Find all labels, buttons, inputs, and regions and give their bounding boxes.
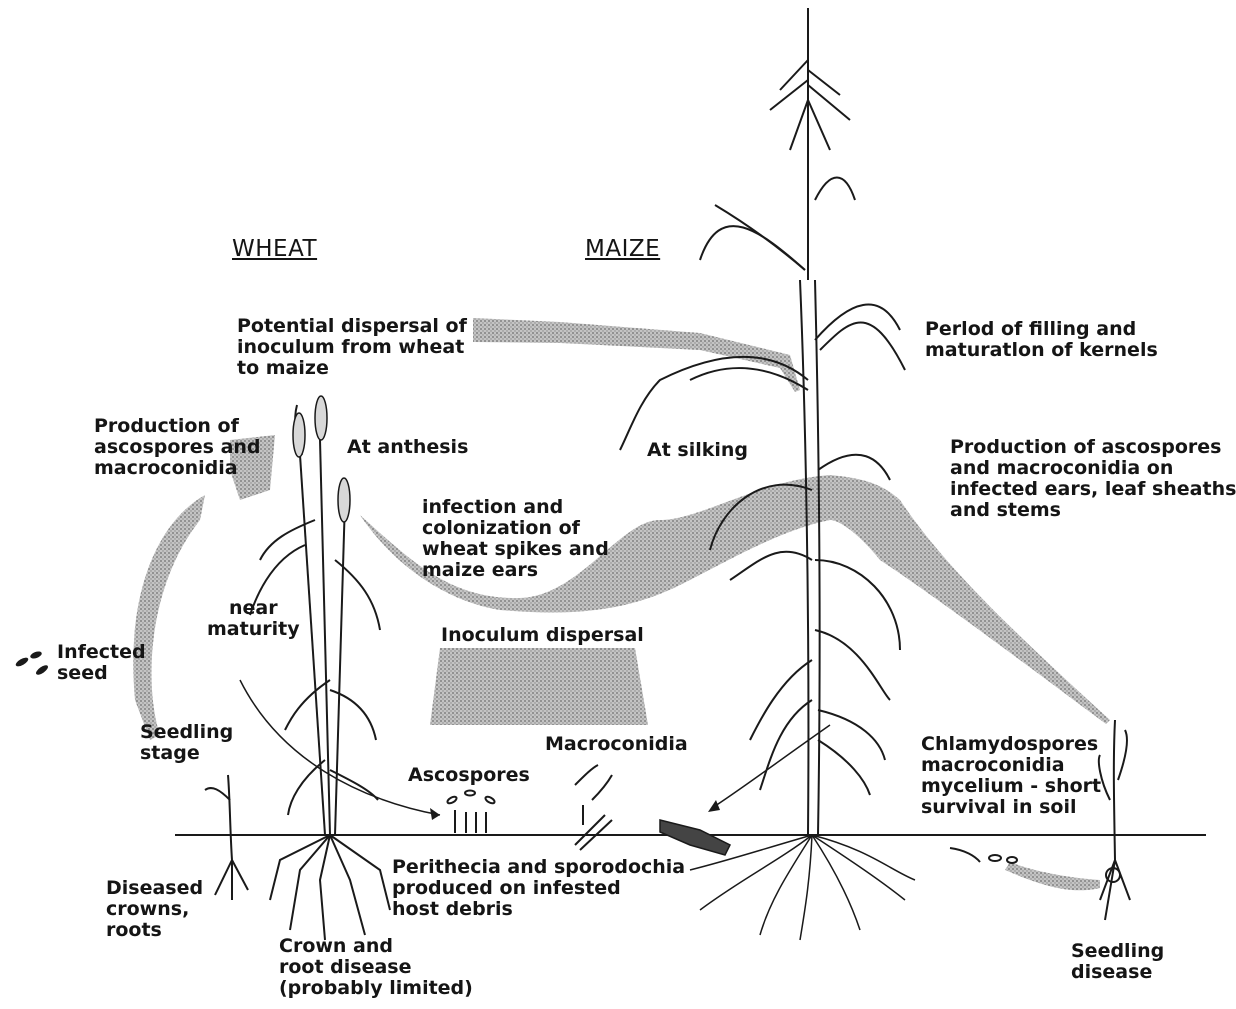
- maize-seedling: [1099, 720, 1130, 920]
- seedling-stage-label: Seedling stage: [140, 722, 233, 764]
- silking-label: At silking: [647, 440, 748, 461]
- near-maturity-label: near maturity: [207, 598, 300, 640]
- diseased-crowns-label: Diseased crowns, roots: [106, 878, 203, 941]
- chlamydospores-label: Chlamydospores macroconidia mycelium - s…: [921, 734, 1101, 818]
- perithecia-label: Perithecia and sporodochia produced on i…: [392, 857, 685, 920]
- infection-arrowhead: [430, 808, 440, 820]
- infected-seed-icon: [14, 650, 49, 676]
- anthesis-label: At anthesis: [347, 437, 468, 458]
- infection-colonization-label: infection and colonization of wheat spik…: [422, 497, 609, 581]
- soil-spores-icon: [950, 848, 1017, 863]
- inoculum-dispersal-label: Inoculum dispersal: [437, 625, 648, 646]
- maize-plant: [620, 8, 905, 835]
- crown-root-disease-label: Crown and root disease (probably limited…: [279, 936, 473, 999]
- wheat-header: WHEAT: [232, 236, 317, 262]
- potential-dispersal-label: Potential dispersal of inoculum from whe…: [237, 316, 467, 379]
- wheat-plant: [250, 400, 390, 940]
- ascospores-label: Ascospores: [408, 765, 530, 786]
- wheat-seedling: [205, 775, 248, 900]
- inoculum-dispersal-block: [430, 648, 648, 725]
- seedling-disease-label: Seedling disease: [1071, 941, 1164, 983]
- ascospore-production-wheat-label: Production of ascospores and macroconidi…: [94, 416, 261, 479]
- macroconidia-label: Macroconidia: [545, 734, 688, 755]
- wheat-to-maize-dispersal-band: [473, 318, 800, 392]
- debris-arrow: [712, 725, 830, 808]
- macroconidia-icon: [575, 765, 612, 850]
- ascospore-production-maize-label: Production of ascospores and macroconidi…: [950, 437, 1236, 521]
- maize-header: MAIZE: [585, 236, 660, 262]
- kernel-filling-label: Perlod of filling and maturatlon of kern…: [925, 319, 1158, 361]
- maize-debris: [660, 820, 730, 855]
- soil-inoculum-band: [1005, 862, 1100, 890]
- debris-arrowhead: [708, 800, 720, 812]
- ascospores-icon: [446, 791, 495, 834]
- infected-seed-label: Infected seed: [57, 642, 146, 684]
- cycle-arc-left: [133, 495, 205, 740]
